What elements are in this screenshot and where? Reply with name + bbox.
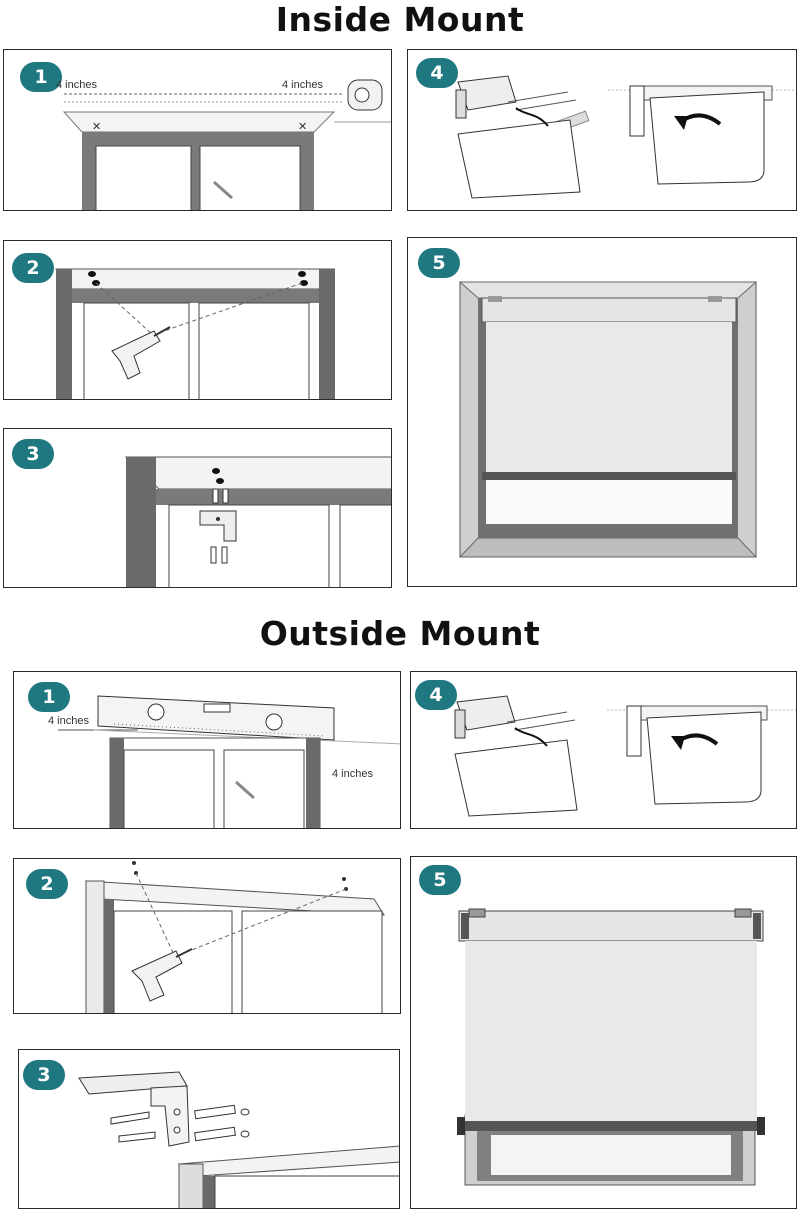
step-badge: 5 <box>419 865 461 895</box>
step-badge: 3 <box>23 1060 65 1090</box>
outside-attach-roller-illustration <box>454 695 796 817</box>
inside-step-1-panel: 1 4 inches 4 inches ✕ ✕ <box>3 49 392 211</box>
outside-finished-shade-illustration <box>457 908 765 1186</box>
outside-step-5-panel: 5 <box>410 856 797 1209</box>
rotate-arrow-icon <box>674 113 722 130</box>
step-badge: 2 <box>12 253 54 283</box>
inside-bracket-illustration <box>124 456 391 587</box>
step-badge: 1 <box>28 682 70 712</box>
bracket-icon <box>199 510 237 542</box>
step-badge: 3 <box>12 439 54 469</box>
spirit-level-icon <box>97 695 335 741</box>
outside-step-4-panel: 4 <box>410 671 797 829</box>
dimension-label: 4 inches <box>56 79 97 91</box>
inside-mount-title: Inside Mount <box>275 0 525 39</box>
outside-level-illustration <box>58 695 400 828</box>
rotate-arrow-icon <box>671 733 719 750</box>
dimension-label: 4 inches <box>332 768 373 780</box>
dimension-label: 4 inches <box>48 715 89 727</box>
step-badge: 4 <box>416 58 458 88</box>
bracket-icon <box>454 695 516 739</box>
outside-bracket-illustration <box>78 1071 399 1208</box>
screw-icon <box>210 546 228 564</box>
screw-icon <box>110 1104 236 1143</box>
inside-drill-illustration <box>54 268 335 399</box>
drill-icon <box>131 948 193 1002</box>
outside-step-2-panel: 2 <box>13 858 401 1014</box>
svg-text:✕: ✕ <box>298 120 307 133</box>
step-badge: 2 <box>26 869 68 899</box>
dimension-label: 4 inches <box>282 79 323 91</box>
outside-step-3-panel: 3 <box>18 1049 400 1209</box>
outside-drill-illustration <box>84 861 385 1013</box>
step-badge: 4 <box>415 680 457 710</box>
inside-attach-roller-illustration <box>455 75 796 199</box>
step-badge: 1 <box>20 62 62 92</box>
measuring-tape-icon <box>347 79 383 111</box>
outside-step-1-panel: 1 4 inches 4 inches <box>13 671 401 829</box>
inside-step-2-panel: 2 <box>3 240 392 400</box>
inside-step-3-panel: 3 <box>3 428 392 588</box>
bracket-icon <box>455 75 517 119</box>
step-badge: 5 <box>418 248 460 278</box>
inside-step-5-panel: 5 <box>407 237 797 587</box>
screw-icon <box>212 488 229 504</box>
inside-step-4-panel: 4 <box>407 49 797 211</box>
bracket-icon <box>78 1071 190 1147</box>
svg-text:✕: ✕ <box>92 120 101 133</box>
inside-measure-illustration: ✕ ✕ <box>62 79 391 210</box>
outside-mount-title: Outside Mount <box>259 614 541 653</box>
inside-finished-shade-illustration <box>458 281 758 558</box>
drill-icon <box>111 326 171 380</box>
